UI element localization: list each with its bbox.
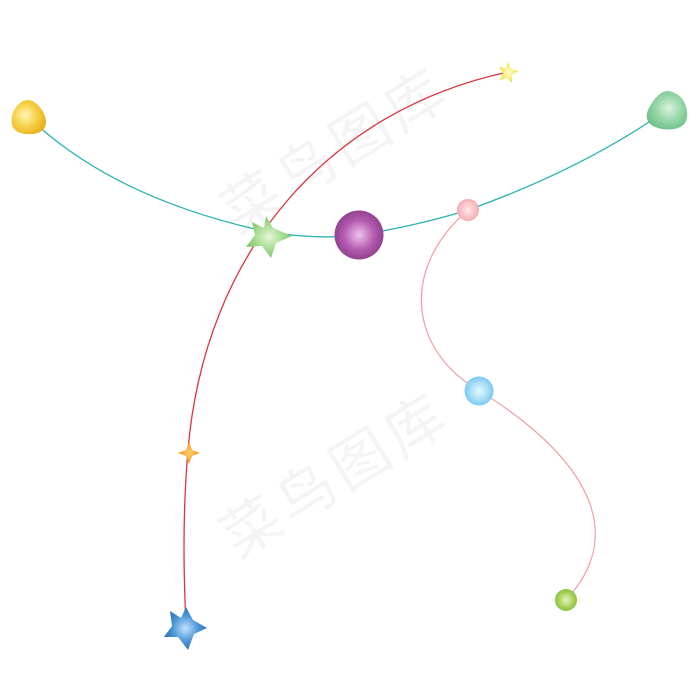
green-star — [246, 216, 292, 258]
orange-star — [178, 442, 200, 464]
watermark-group: 菜鸟图库 菜鸟图库 — [209, 54, 462, 572]
watermark-text-lower: 菜鸟图库 — [209, 379, 462, 572]
yellow-ornament — [11, 100, 47, 135]
blue-ball — [464, 376, 494, 406]
green-ornament — [646, 91, 688, 130]
pink-string — [420, 211, 596, 601]
purple-ball — [334, 210, 384, 260]
red-string — [183, 71, 509, 627]
blue-star — [164, 607, 207, 650]
watermark-text-upper: 菜鸟图库 — [209, 54, 462, 247]
yellow-star — [499, 62, 519, 83]
pink-ball — [457, 199, 479, 221]
lime-ball — [555, 589, 577, 611]
